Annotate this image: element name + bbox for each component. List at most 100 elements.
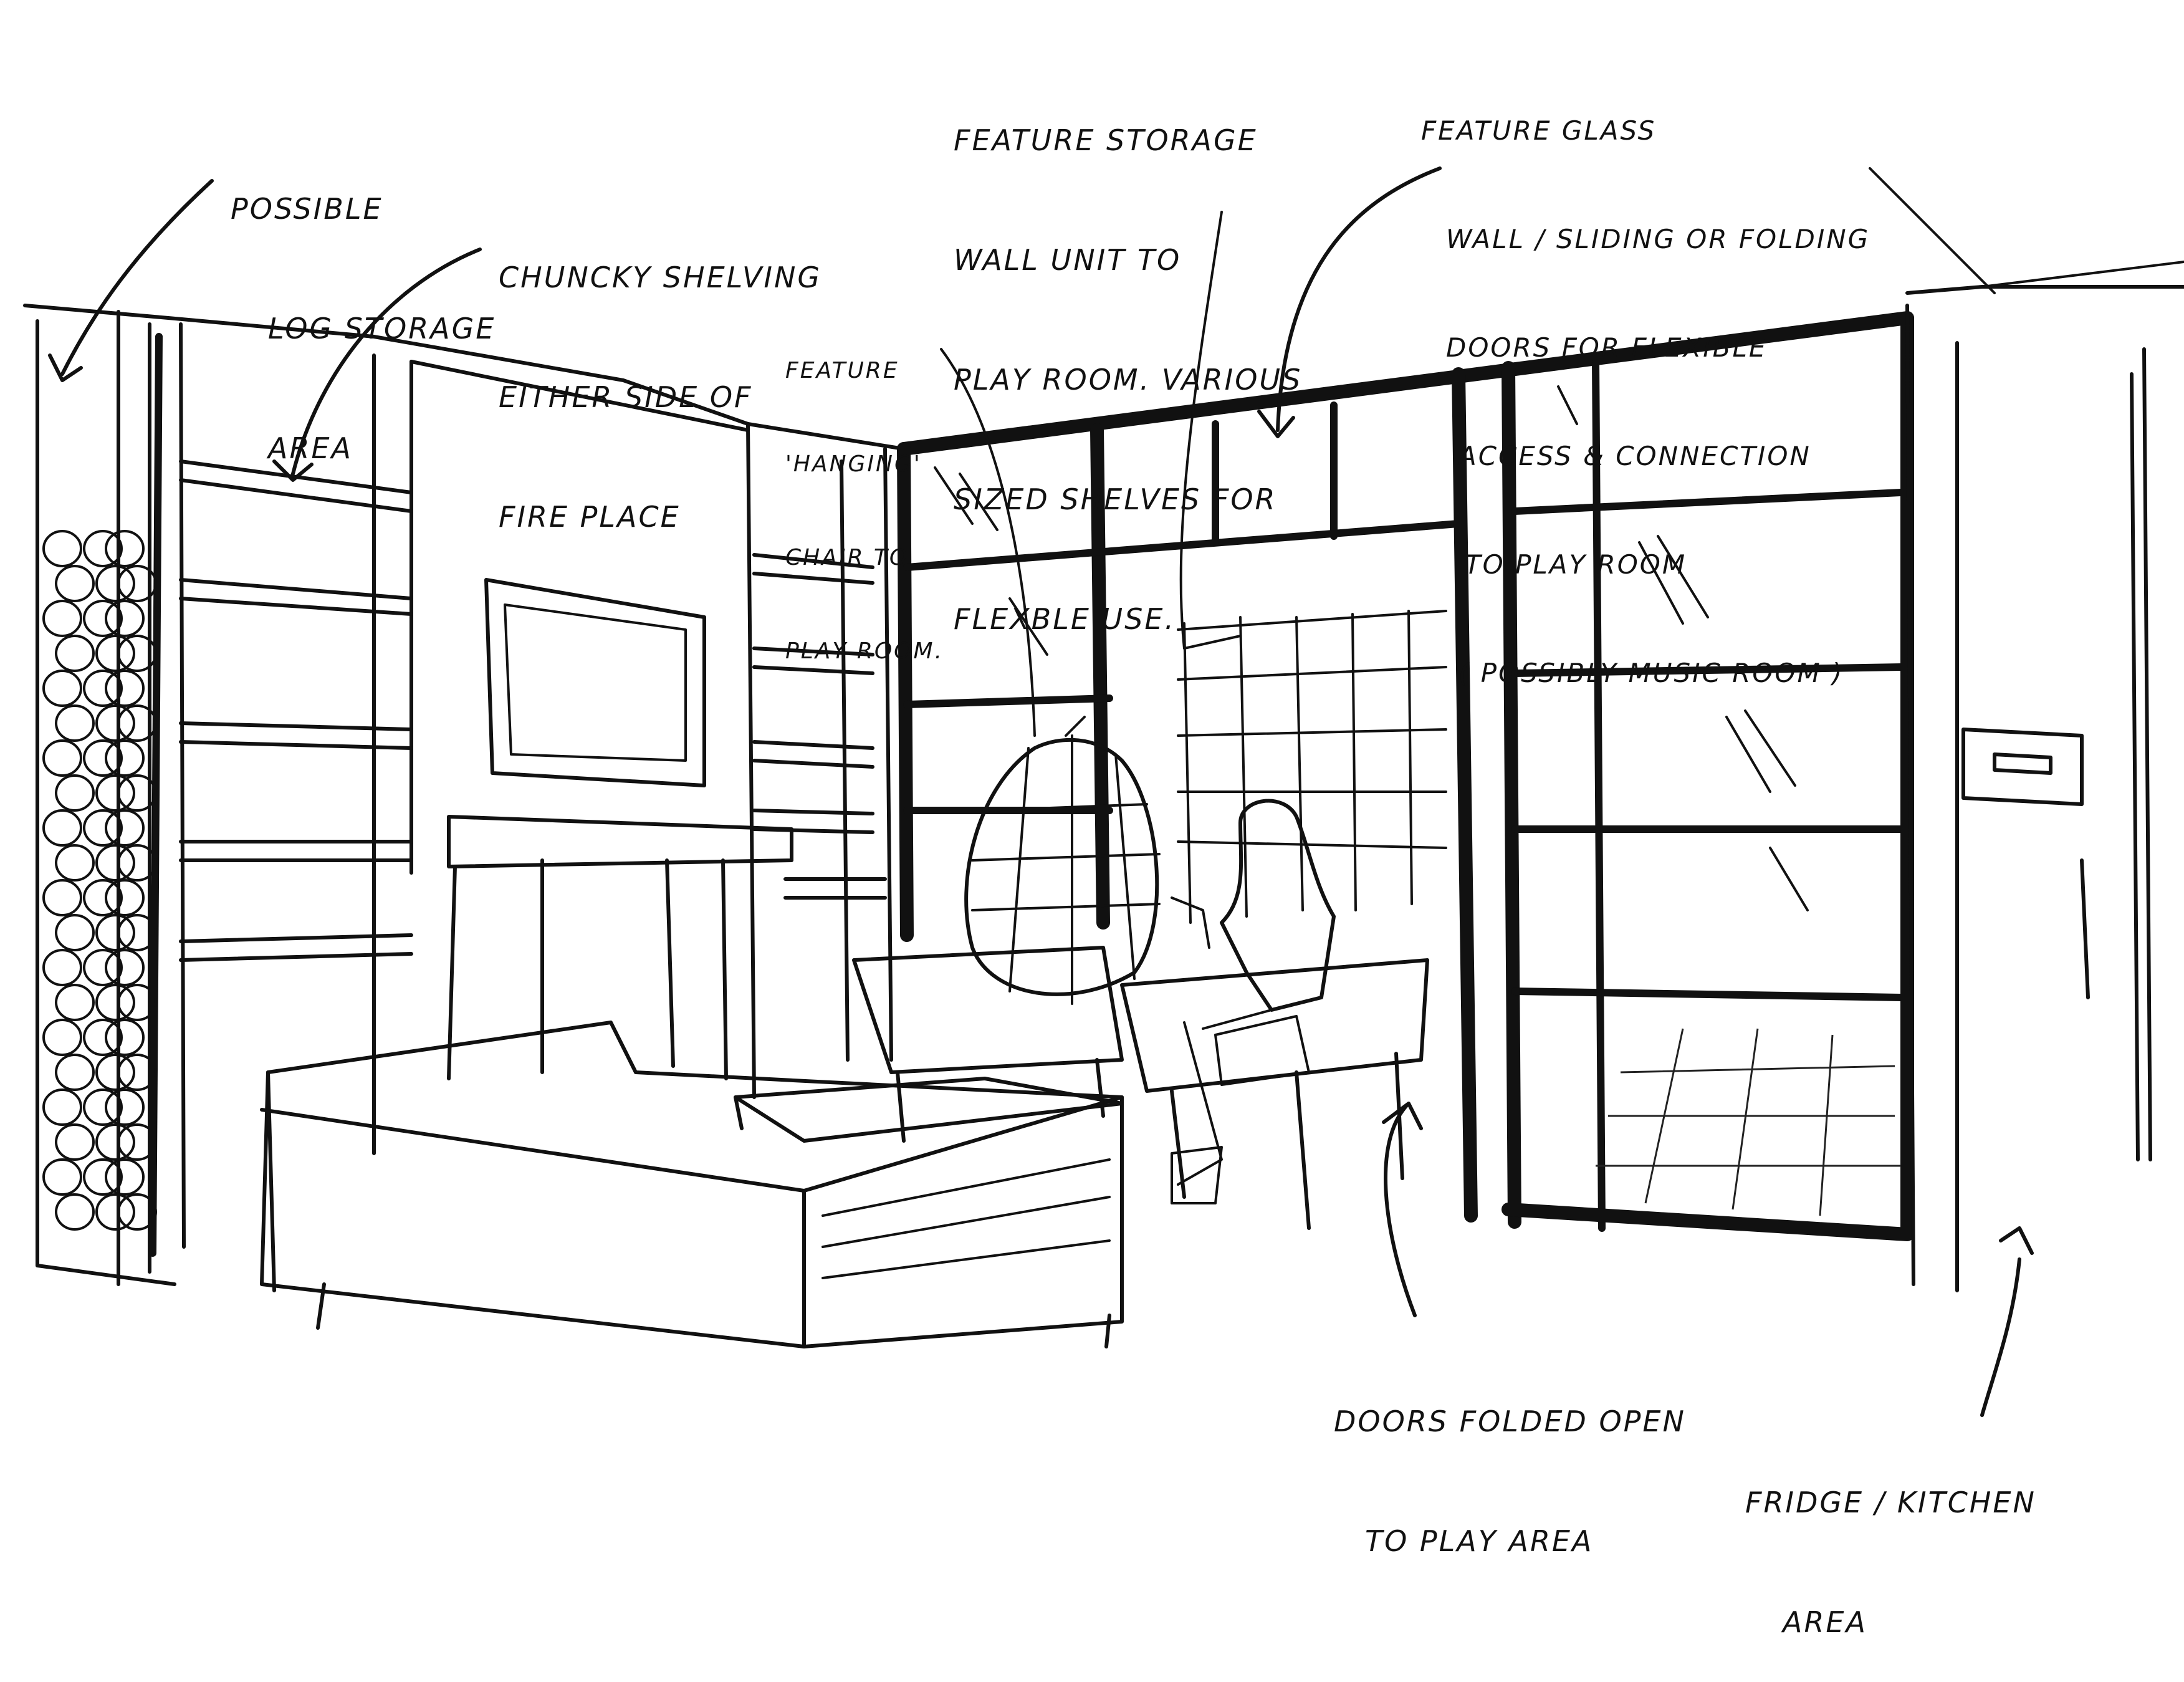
label-line: DOORS FOR FLEXIBLE — [1446, 332, 1768, 363]
log — [55, 635, 95, 672]
label-line: ( POSSIBLY MUSIC ROOM ) — [1458, 658, 1844, 688]
log — [55, 704, 95, 742]
log — [42, 1019, 82, 1056]
log — [83, 1158, 123, 1196]
log — [117, 565, 157, 602]
log — [95, 1123, 135, 1161]
label-line: ACCESS & CONNECTION — [1458, 441, 1811, 471]
log — [105, 1019, 145, 1056]
logs — [42, 530, 157, 1231]
log — [42, 809, 82, 847]
log — [42, 739, 82, 777]
log — [42, 600, 82, 637]
log — [42, 530, 82, 567]
log — [95, 704, 135, 742]
label-line: FRIDGE / KITCHEN — [1745, 1486, 2036, 1519]
label-line: FEATURE STORAGE — [954, 123, 1258, 157]
log — [95, 844, 135, 882]
log — [117, 704, 157, 742]
label-glass-wall: FEATURE GLASS WALL / SLIDING OR FOLDING … — [1421, 41, 1870, 728]
label-line: AREA — [1783, 1605, 1867, 1639]
left-shelves — [179, 459, 413, 962]
log — [83, 1019, 123, 1056]
log — [95, 1193, 135, 1231]
log — [83, 809, 123, 847]
label-line: CHUNCKY SHELVING — [499, 261, 822, 294]
log — [105, 1158, 145, 1196]
log — [95, 984, 135, 1021]
log — [95, 565, 135, 602]
armchairs — [852, 946, 1429, 1230]
log — [117, 635, 157, 672]
log — [117, 774, 157, 812]
log — [55, 844, 95, 882]
label-hanging-chair: FEATURE 'HANGING' CHAIR TO PLAY ROOM. — [785, 293, 944, 698]
log — [55, 914, 95, 951]
log — [42, 670, 82, 707]
label-line: FEATURE GLASS — [1421, 115, 1657, 146]
log — [105, 1088, 145, 1126]
log — [42, 949, 82, 986]
ceiling-lines — [23, 167, 2184, 451]
log — [55, 565, 95, 602]
label-line: 'HANGING' — [785, 451, 922, 477]
label-line: DOORS FOLDED OPEN — [1334, 1405, 1686, 1438]
label-line: FLEXBLE USE. — [954, 602, 1176, 636]
label-fridge-kitchen: FRIDGE / KITCHEN AREA — [1745, 1403, 2036, 1682]
log — [83, 949, 123, 986]
interior-sketch — [23, 166, 2184, 1417]
log — [83, 530, 123, 567]
label-storage-wall: FEATURE STORAGE WALL UNIT TO PLAY ROOM. … — [954, 41, 1302, 679]
label-line: PLAY ROOM. VARIOUS — [954, 363, 1303, 396]
log — [55, 984, 95, 1021]
label-line: AREA — [268, 431, 353, 465]
label-doors-folded: DOORS FOLDED OPEN TO PLAY AREA — [1334, 1322, 1686, 1601]
sofa — [260, 1021, 1124, 1348]
log — [117, 984, 157, 1021]
label-line: SIZED SHELVES FOR — [954, 483, 1277, 516]
seated-person — [1171, 799, 1336, 1204]
log — [55, 1123, 95, 1161]
log — [105, 739, 145, 777]
label-line: TO PLAY ROOM — [1465, 549, 1687, 580]
log — [83, 739, 123, 777]
log — [55, 774, 95, 812]
label-line: WALL / SLIDING OR FOLDING — [1446, 224, 1870, 254]
log — [95, 635, 135, 672]
log — [42, 1158, 82, 1196]
kitchen-wall — [1905, 304, 2152, 1292]
label-line: CHAIR TO — [785, 545, 909, 570]
label-line: LOG STORAGE — [268, 312, 496, 345]
log — [105, 809, 145, 847]
log — [105, 879, 145, 916]
label-line: TO PLAY AREA — [1365, 1524, 1594, 1558]
log — [95, 774, 135, 812]
log — [117, 1193, 157, 1231]
log — [95, 914, 135, 951]
log — [55, 1054, 95, 1091]
log — [117, 844, 157, 882]
log — [83, 600, 123, 637]
play-room-floor — [1596, 1028, 1901, 1216]
label-line: FEATURE — [785, 358, 899, 383]
log — [83, 670, 123, 707]
log — [117, 1054, 157, 1091]
hanging-chair — [964, 716, 1161, 1005]
label-line: WALL UNIT TO — [954, 243, 1182, 277]
log — [105, 670, 145, 707]
log — [117, 914, 157, 951]
log — [105, 530, 145, 567]
coffee-table — [734, 1077, 1124, 1143]
log — [42, 1088, 82, 1126]
log — [83, 879, 123, 916]
label-line: FIRE PLACE — [499, 500, 681, 534]
label-line: PLAY ROOM. — [785, 638, 944, 664]
label-line: POSSIBLE — [231, 192, 383, 226]
log — [105, 949, 145, 986]
log — [95, 1054, 135, 1091]
annotation-arrows — [48, 166, 2034, 1417]
log — [105, 600, 145, 637]
log-storage-column — [36, 310, 186, 1286]
log — [83, 1088, 123, 1126]
label-log-storage: POSSIBLE LOG STORAGE AREA — [231, 109, 496, 508]
